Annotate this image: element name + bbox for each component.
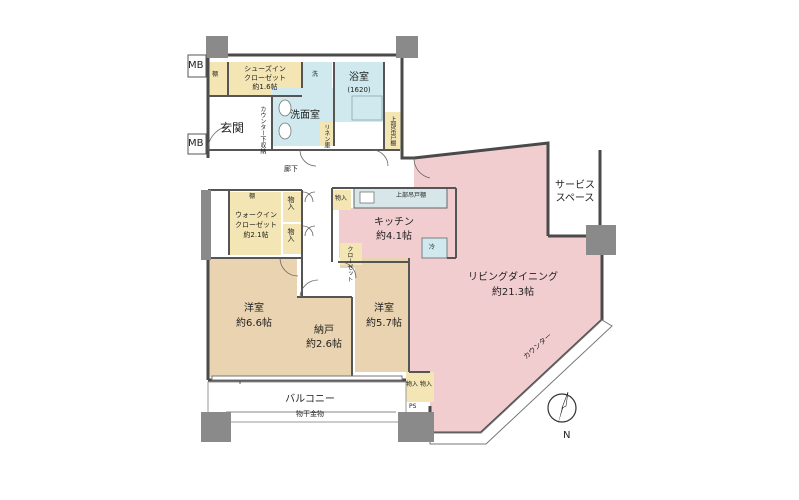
- storage-room-area: 約2.6帖: [306, 339, 342, 350]
- washer-space: [302, 62, 332, 88]
- western-2-area: 約5.7帖: [366, 318, 402, 329]
- walkin-closet: [229, 192, 281, 255]
- living-name: リビングダイニング: [468, 272, 558, 283]
- doors: [207, 125, 431, 298]
- washroom-name: 洗面室: [290, 110, 320, 121]
- linen-label: リネン庫: [322, 124, 330, 148]
- storage-room: [297, 297, 352, 377]
- balcony-note: 物干金物: [296, 410, 324, 418]
- shoes-closet-line1: シューズイン: [244, 65, 286, 73]
- western-2-name: 洋室: [374, 303, 394, 314]
- storage-closet-a: [283, 192, 301, 222]
- storage-closet-d: [406, 372, 434, 402]
- ps-label: PS: [409, 403, 417, 410]
- upper-cabinet-label: 上部吊戸棚: [396, 192, 427, 199]
- western-room-1: [209, 259, 297, 377]
- storage-closet-c: [333, 190, 351, 210]
- living-area: 約21.3帖: [491, 287, 535, 298]
- service-space-line1: サービス: [555, 180, 595, 191]
- upper-storage-label: 上部吊戸棚: [388, 116, 396, 146]
- window-strip: [211, 375, 403, 381]
- washer-label: 洗: [312, 71, 319, 78]
- closet-label: クローゼット: [345, 246, 353, 282]
- linen-storage-2: [320, 122, 334, 146]
- bathroom-name: 浴室: [349, 72, 369, 83]
- wic-line2: クローゼット: [235, 221, 277, 229]
- shoes-closet-line2: クローゼット: [244, 74, 286, 82]
- interior-walls: [208, 62, 457, 380]
- fridge-label: 冷: [429, 244, 436, 251]
- wic-shelf-label: 棚: [249, 193, 256, 200]
- balcony: [207, 380, 407, 423]
- service-space-line2: スペース: [555, 193, 595, 204]
- shelf-label: 棚: [212, 71, 219, 78]
- closet-western2: [340, 243, 362, 265]
- storage-e-label: 物入: [420, 381, 433, 388]
- fridge-space: [421, 237, 448, 259]
- entrance-name: 玄関: [220, 121, 245, 135]
- shoes-closet-area: 約1.6帖: [252, 83, 278, 91]
- columns: [201, 36, 616, 442]
- corridor-name: 廊下: [284, 165, 298, 173]
- western-1-name: 洋室: [244, 303, 264, 314]
- counter-storage-label: カウンター下収納: [258, 106, 266, 154]
- storage-room-name: 納戸: [314, 325, 334, 336]
- shoes-closet-side: [208, 62, 228, 96]
- storage-a-label: 物入: [287, 196, 296, 210]
- sink: [359, 191, 375, 204]
- kitchen-name: キッチン: [374, 217, 414, 228]
- kitchen-area: 約4.1帖: [376, 231, 412, 242]
- north-label: N: [563, 430, 571, 441]
- mb-boxes: [187, 54, 207, 155]
- storage-closet-b: [283, 224, 301, 254]
- western-1-area: 約6.6帖: [236, 318, 272, 329]
- wic-area: 約2.1帖: [243, 231, 269, 239]
- wic-line1: ウォークイン: [235, 211, 277, 219]
- basin-2: [278, 122, 292, 140]
- bathtub: [351, 95, 383, 121]
- mb-label-bottom: MB: [188, 138, 204, 149]
- storage-d-label: 物入: [406, 381, 419, 388]
- balcony-name: バルコニー: [285, 394, 335, 405]
- bathroom: [334, 62, 384, 122]
- western-room-2: [355, 266, 409, 372]
- storage-c-label: 物入: [335, 195, 348, 202]
- basin-1: [278, 99, 292, 117]
- mb-label-top: MB: [188, 60, 204, 71]
- bathroom-size: (1620): [347, 86, 371, 94]
- storage-b-label: 物入: [287, 228, 296, 242]
- service-space: [548, 158, 600, 228]
- living-dining-room: [409, 143, 602, 433]
- compass: [547, 391, 577, 424]
- linen-storage: [385, 112, 401, 150]
